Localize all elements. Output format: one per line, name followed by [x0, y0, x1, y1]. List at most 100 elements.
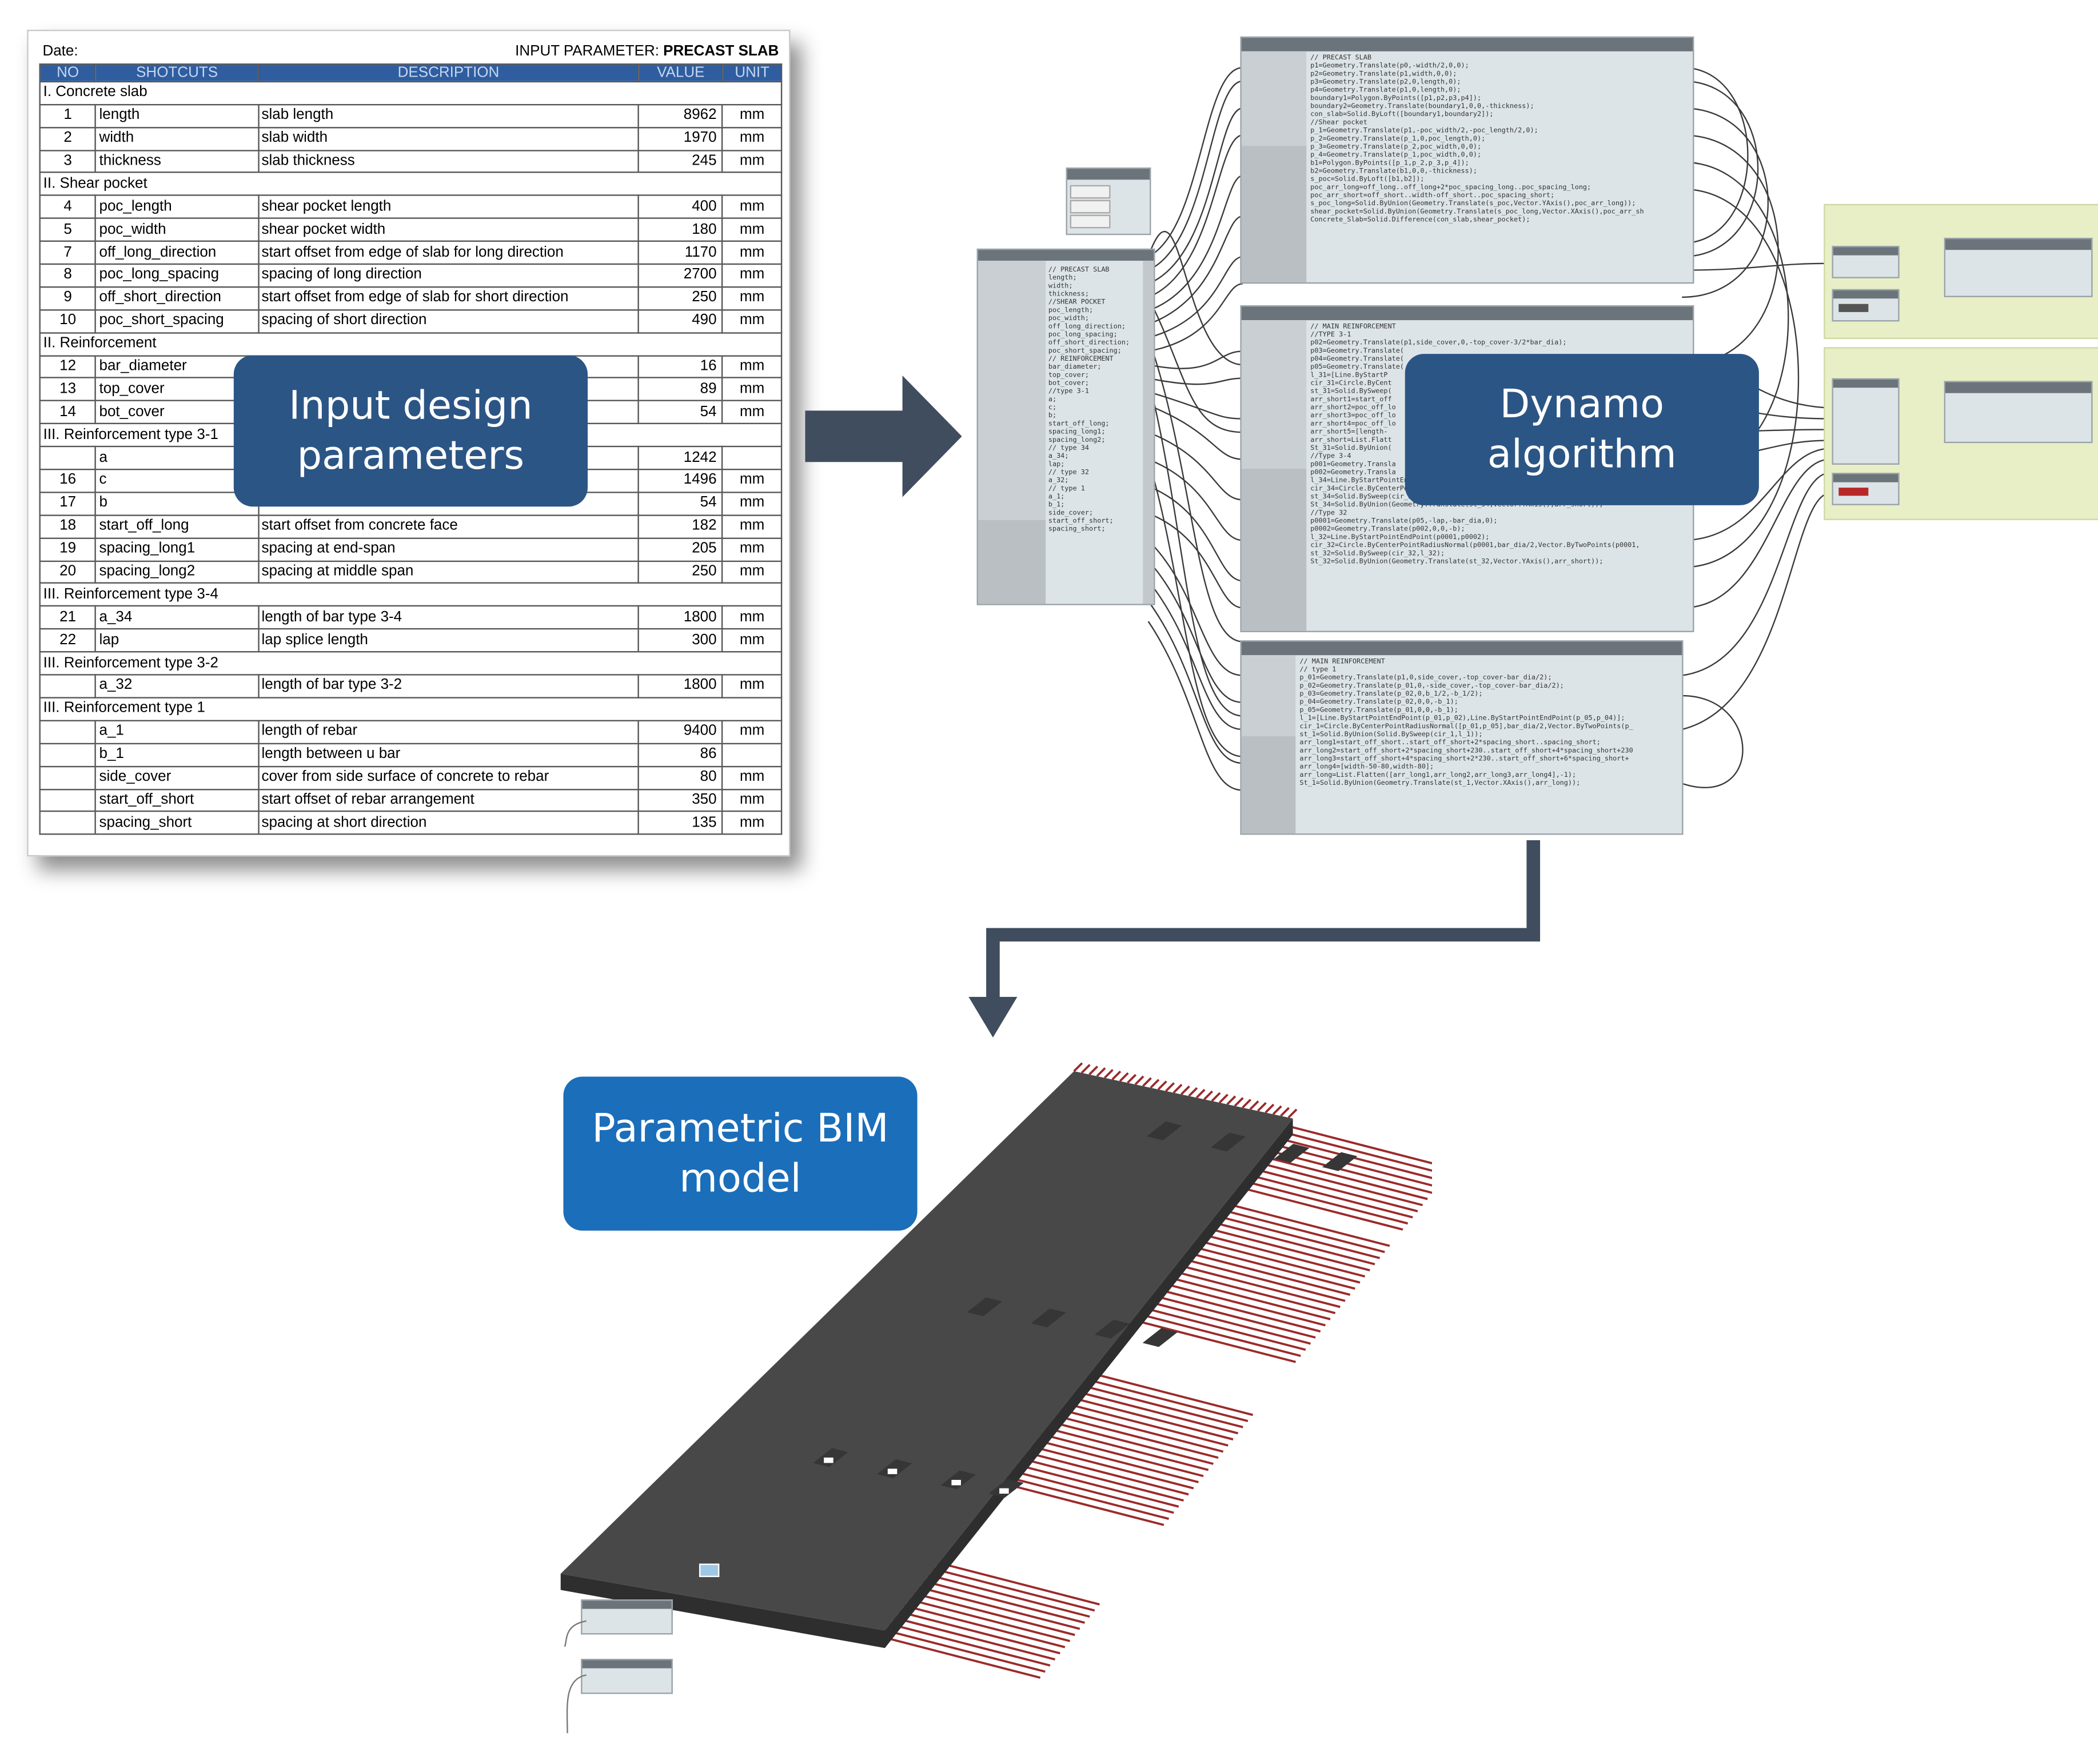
boolean-node[interactable] [1832, 289, 1900, 322]
rebar [1265, 1103, 1275, 1114]
unit-cell [722, 446, 783, 470]
description-cell: length of rebar [257, 720, 640, 744]
rebar [878, 1635, 1041, 1679]
shortcut-cell: off_long_direction [95, 240, 259, 265]
unit-cell: mm [722, 469, 783, 493]
shear-pocket [940, 1470, 976, 1490]
value-cell: 400 [638, 195, 724, 219]
value-cell: 1242 [638, 446, 724, 470]
shear-pocket [1146, 1121, 1182, 1141]
unit-cell: mm [722, 103, 783, 128]
shortcut-cell: a_1 [95, 720, 259, 744]
rebar [1060, 1408, 1224, 1453]
rebar [1119, 1072, 1129, 1082]
parameters-code-text: // PRECAST SLAB length; width; thickness… [1048, 266, 1130, 534]
display-node[interactable] [1944, 237, 2093, 297]
shortcut-cell: start_off_short [95, 788, 259, 813]
description-cell: lap splice length [257, 628, 640, 653]
unit-cell: mm [722, 309, 783, 333]
rebar [1270, 1150, 1432, 1194]
unit-cell: mm [722, 400, 783, 425]
input-design-parameters-callout: Input design parameters [233, 355, 588, 507]
rebar [1148, 1300, 1311, 1345]
shear-pocket [1094, 1319, 1130, 1339]
rebar [1197, 1239, 1361, 1284]
unit-cell: mm [722, 628, 783, 653]
input-port[interactable] [1070, 185, 1111, 199]
rebar [1245, 1180, 1409, 1225]
type1-reinforcement-code-text: // MAIN REINFORCEMENT // type 1 p_01=Geo… [1299, 657, 1633, 788]
rebar [1234, 1097, 1244, 1107]
description-cell: shear pocket width [257, 218, 640, 242]
rebar [1055, 1415, 1219, 1459]
description-cell: start offset from edge of slab for short… [257, 286, 640, 311]
shortcut-cell: poc_length [95, 195, 259, 219]
rebar [937, 1561, 1100, 1606]
parameters-code-block[interactable]: // PRECAST SLAB length; width; thickness… [976, 248, 1155, 605]
shear-pocket [1322, 1152, 1358, 1171]
rebar [922, 1579, 1085, 1624]
rebar [1080, 1384, 1243, 1428]
display-node[interactable] [1944, 381, 2093, 444]
table-header-row: NO SHOTCUTS DESCRIPTION VALUE UNIT [39, 63, 783, 82]
value-cell: 205 [638, 537, 724, 562]
description-cell: spacing of long direction [257, 263, 640, 288]
type1-reinforcement-code-block[interactable]: // MAIN REINFORCEMENT // type 1 p_01=Geo… [1240, 640, 1684, 835]
rebar [1255, 1168, 1418, 1212]
input-port[interactable] [1070, 199, 1111, 214]
rebar [1178, 1264, 1341, 1308]
unit-cell: mm [722, 126, 783, 151]
arrow-right-icon [805, 375, 962, 497]
description-cell: length between u bar [257, 743, 640, 767]
precast-slab-code-block[interactable]: // PRECAST SLAB p1=Geometry.Translate(p0… [1240, 36, 1694, 284]
rebar [1227, 1203, 1390, 1247]
section-row: III. Reinforcement type 3-2 [39, 651, 783, 676]
unit-cell: mm [722, 560, 783, 585]
value-cell: 1170 [638, 240, 724, 265]
rebar [1242, 1099, 1252, 1109]
output-group-box [1824, 203, 2098, 340]
row-number: 21 [39, 605, 97, 630]
shear-pocket-opening [951, 1479, 961, 1486]
input-node[interactable] [1066, 167, 1151, 236]
shortcut-cell: poc_long_spacing [95, 263, 259, 288]
value-cell: 135 [638, 811, 724, 836]
shortcut-cell: length [95, 103, 259, 128]
boolean-node[interactable] [1832, 473, 1900, 505]
section-label: I. Concrete slab [39, 81, 783, 105]
main-reinforcement-code-text: // MAIN REINFORCEMENT //TYPE 3-1 p02=Geo… [1310, 322, 1640, 566]
row-number: 9 [39, 286, 97, 311]
column-header: DESCRIPTION [257, 63, 640, 82]
list-create-node[interactable] [1832, 246, 1900, 278]
input-port[interactable] [1070, 214, 1111, 229]
row-number: 14 [39, 400, 97, 425]
list-create-node[interactable] [1832, 378, 1900, 465]
value-cell: 1496 [638, 469, 724, 493]
slab-side-face [560, 1118, 1293, 1649]
row-number: 10 [39, 309, 97, 333]
rebar [1168, 1276, 1331, 1320]
node-wires [564, 1620, 587, 1733]
shortcut-cell: spacing_long2 [95, 560, 259, 585]
description-cell: length of bar type 3-4 [257, 605, 640, 630]
input-node[interactable] [581, 1659, 673, 1694]
rebar [1041, 1433, 1204, 1478]
value-cell: 1800 [638, 605, 724, 630]
value-cell: 8962 [638, 103, 724, 128]
rebar [1036, 1439, 1199, 1483]
rebar [1090, 1372, 1254, 1416]
rebar [1075, 1390, 1239, 1435]
shortcut-cell: a_32 [95, 674, 259, 699]
value-cell: 180 [638, 218, 724, 242]
shortcut-cell: poc_width [95, 218, 259, 242]
input-node[interactable] [581, 1599, 673, 1635]
rebar [932, 1567, 1095, 1612]
value-cell: 54 [638, 492, 724, 516]
shear-pocket [988, 1479, 1024, 1498]
